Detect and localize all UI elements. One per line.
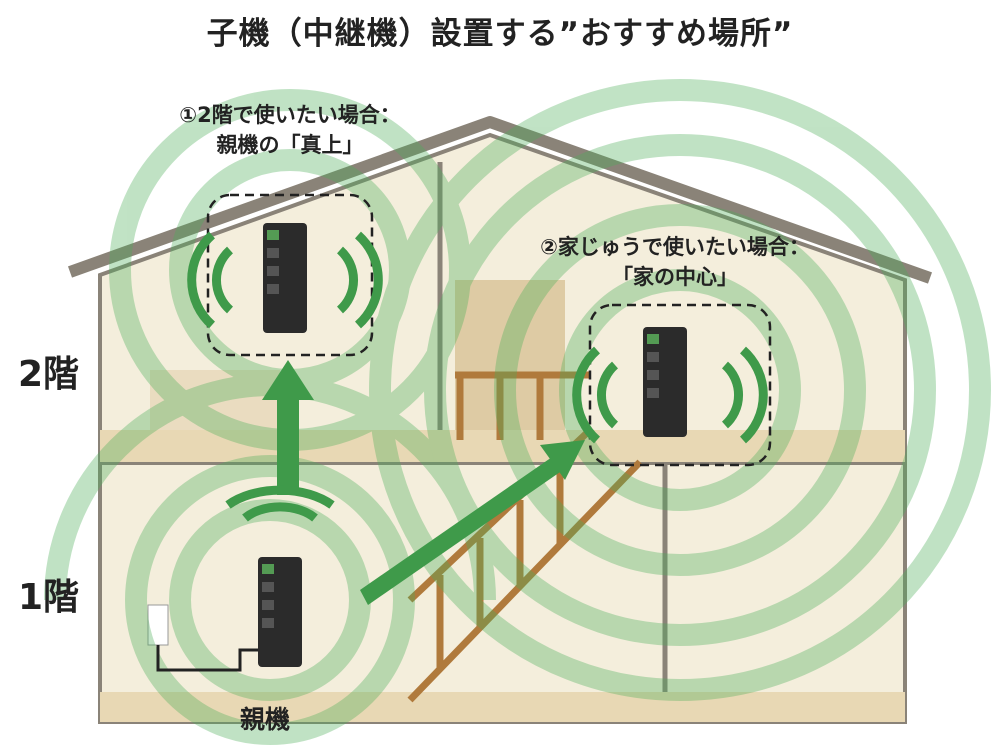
case2-label: ②家じゅうで使いたい場合： 「家の中心」 xyxy=(490,232,860,292)
case2-line2: 「家の中心」 xyxy=(612,265,738,289)
case1-highlight xyxy=(206,193,374,357)
floor-1-label: 1階 xyxy=(18,577,80,618)
parent-router-label: 親機 xyxy=(240,705,291,734)
wifi-icon xyxy=(187,231,768,522)
repeater-router-upstairs xyxy=(263,223,307,333)
case1-label: ①2階で使いたい場合： 親機の「真上」 xyxy=(130,100,450,160)
bookshelf xyxy=(455,280,565,430)
case1-line2: 親機の「真上」 xyxy=(216,133,364,157)
parent-router xyxy=(258,557,302,667)
arrows xyxy=(262,360,585,605)
power-cable xyxy=(156,645,258,672)
case1-line1: ①2階で使いたい場合： xyxy=(179,103,401,127)
bed xyxy=(150,370,280,430)
page-title: 子機（中継機）設置する”おすすめ場所” xyxy=(206,16,794,52)
floor-2-label: 2階 xyxy=(18,354,80,395)
case2-highlight xyxy=(588,303,772,467)
case2-line1: ②家じゅうで使いたい場合： xyxy=(540,235,810,259)
repeater-router-center xyxy=(643,327,687,437)
